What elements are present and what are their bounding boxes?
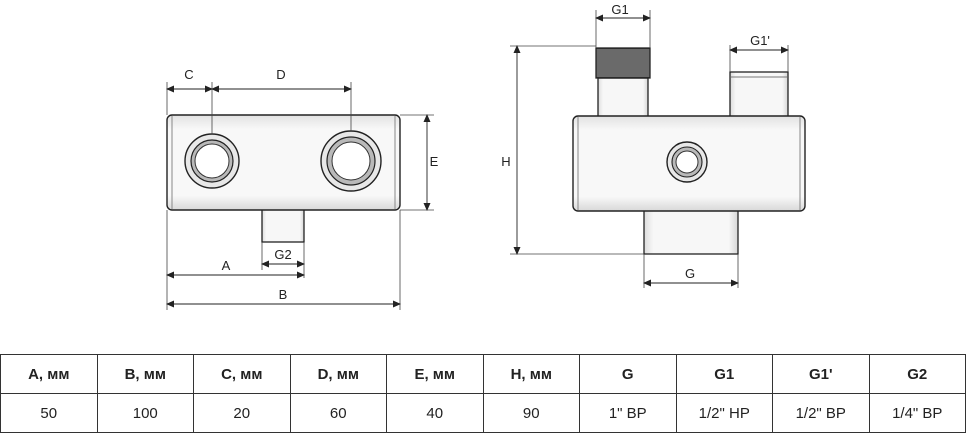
port-right — [320, 130, 382, 192]
value-e: 40 — [386, 393, 484, 433]
value-d: 60 — [289, 393, 387, 433]
label-g2: G2 — [274, 247, 291, 262]
label-g1: G1 — [611, 2, 628, 17]
table-row: 50 100 20 60 40 90 1" ВР 1/2" НР 1/2" ВР… — [0, 393, 966, 433]
header-d: D, мм — [289, 354, 387, 394]
header-g2: G2 — [868, 354, 966, 394]
label-c: C — [184, 67, 193, 82]
header-g1-prime: G1' — [772, 354, 870, 394]
front-view: G1 G1' H G — [501, 2, 806, 288]
header-h: H, мм — [482, 354, 580, 394]
value-g: 1" ВР — [579, 393, 677, 433]
header-g: G — [579, 354, 677, 394]
value-a: 50 — [0, 393, 98, 433]
dimensions-table: A, мм B, мм C, мм D, мм E, мм H, мм G G1… — [0, 354, 966, 433]
label-a: A — [222, 258, 231, 273]
label-b: B — [279, 287, 288, 302]
top-view: C D E G2 A B — [166, 67, 439, 310]
header-e: E, мм — [386, 354, 484, 394]
g-pipe — [643, 207, 739, 255]
table-header-row: A, мм B, мм C, мм D, мм E, мм H, мм G G1… — [0, 354, 966, 394]
label-d: D — [276, 67, 285, 82]
header-g1: G1 — [675, 354, 773, 394]
g1-prime-socket — [729, 71, 789, 119]
label-g: G — [685, 266, 695, 281]
technical-drawing: C D E G2 A B — [166, 2, 806, 310]
g1-thread — [595, 47, 651, 79]
value-g2: 1/4" ВР — [868, 393, 966, 433]
port-center — [666, 141, 708, 183]
g1-nipple — [597, 77, 649, 119]
header-c: C, мм — [193, 354, 291, 394]
label-h: H — [501, 154, 510, 169]
value-c: 20 — [193, 393, 291, 433]
value-g1: 1/2" НР — [675, 393, 773, 433]
label-g1-prime: G1' — [750, 33, 770, 48]
header-b: B, мм — [96, 354, 194, 394]
port-left — [184, 133, 240, 189]
header-a: A, мм — [0, 354, 98, 394]
value-g1-prime: 1/2" ВР — [772, 393, 870, 433]
value-b: 100 — [96, 393, 194, 433]
label-e: E — [430, 154, 439, 169]
g2-nipple — [261, 207, 305, 243]
value-h: 90 — [482, 393, 580, 433]
